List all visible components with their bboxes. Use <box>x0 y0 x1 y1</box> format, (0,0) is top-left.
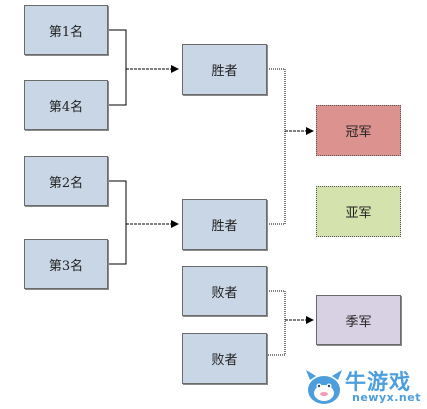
loser-bottom-box: 败者 <box>182 333 267 384</box>
runner-up-box: 亚军 <box>316 186 401 237</box>
seed-3-box: 第3名 <box>24 239 108 289</box>
winner-top-box: 胜者 <box>182 44 267 95</box>
mascot-logo-icon <box>306 370 342 404</box>
watermark-brand: 牛游戏 <box>345 370 411 394</box>
winner-bottom-box: 胜者 <box>182 199 267 250</box>
seed-4-box: 第4名 <box>24 80 108 130</box>
watermark-url: newyx.net <box>352 391 421 404</box>
loser-top-box: 败者 <box>182 266 267 316</box>
connector-seed1-seed4 <box>108 29 179 106</box>
connector-seed2-seed3 <box>108 180 179 265</box>
seed-2-box: 第2名 <box>24 156 108 206</box>
third-place-box: 季军 <box>316 295 401 345</box>
champion-box: 冠军 <box>316 105 401 156</box>
connector-losers-third <box>267 290 314 356</box>
seed-1-box: 第1名 <box>24 5 108 55</box>
connector-winners-champion <box>267 68 314 225</box>
